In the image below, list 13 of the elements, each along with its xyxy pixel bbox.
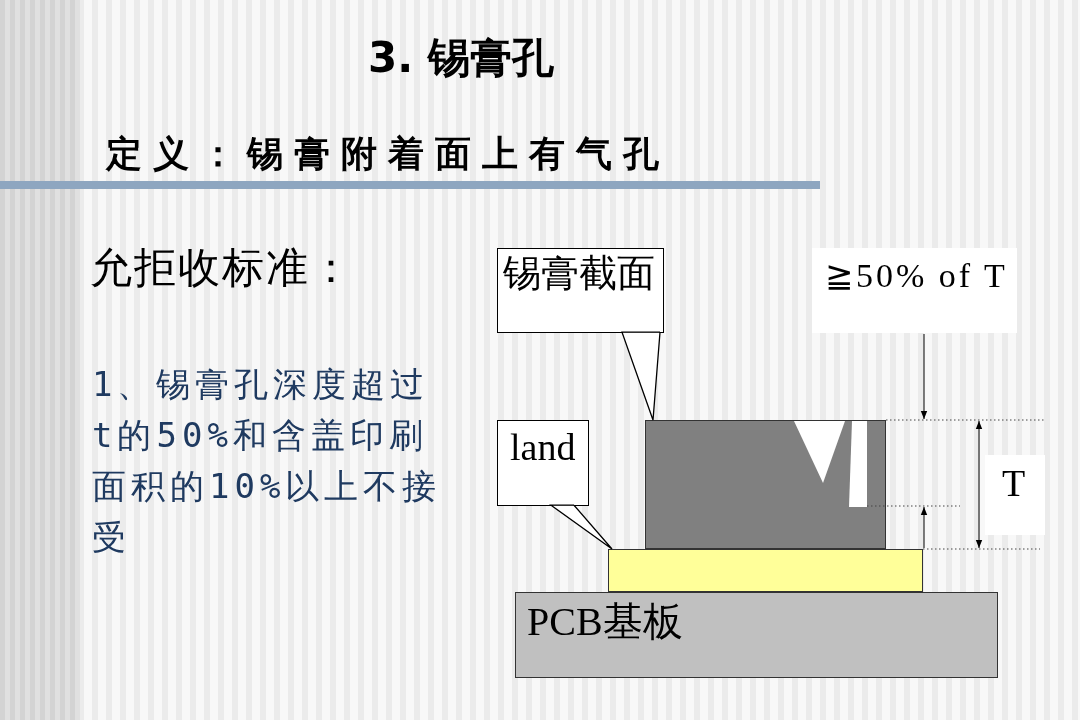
callout-pointer	[621, 331, 661, 421]
dimension-label: ≧50% of T	[812, 248, 1017, 333]
pcb-board: PCB基板	[515, 592, 998, 678]
dimension-label: T	[985, 455, 1045, 535]
criteria-heading: 允拒收标准：	[90, 242, 354, 294]
solder-paste-block	[645, 420, 886, 549]
callout-box: land	[497, 420, 589, 506]
callout-box: 锡膏截面	[497, 248, 664, 333]
slide-title: 3. 锡膏孔	[368, 32, 554, 84]
land-pad	[608, 549, 923, 592]
definition-heading: 定义：锡膏附着面上有气孔	[106, 132, 670, 176]
callout-pointer	[549, 504, 613, 550]
criteria-text: 1、锡膏孔深度超过t的50%和含盖印刷面积的10%以上不接受	[92, 363, 443, 559]
